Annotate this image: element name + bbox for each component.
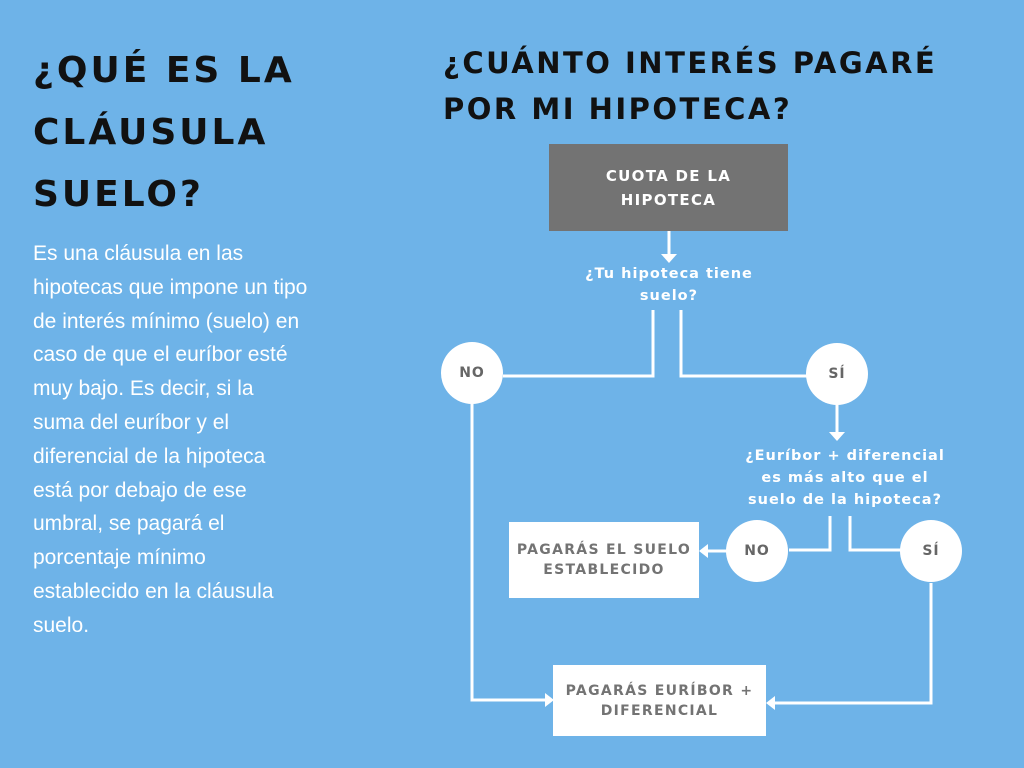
arrowhead-question1 (661, 254, 677, 263)
question-euribor-above-floor: ¿Euríbor + diferencial es más alto que e… (745, 448, 945, 508)
start-box-mortgage-payment: CUOTA DE LA HIPOTECA (549, 144, 788, 231)
left-description: Es una cláusula en las hipotecas que imp… (33, 242, 308, 637)
left-title: ¿QUÉ ES LA CLÁUSULA SUELO? (33, 50, 295, 215)
result-pay-floor: PAGARÁS EL SUELO ESTABLECIDO (509, 522, 699, 598)
connector-yes2-to-euribor (774, 583, 933, 705)
result-pay-euribor-plus-spread: PAGARÁS EURÍBOR + DIFERENCIAL (553, 665, 766, 736)
arrowhead-question2 (829, 432, 845, 441)
answer-yes-floor: SÍ (806, 343, 868, 405)
connector-no1-to-euribor (470, 402, 546, 702)
arrowhead-result-euribor-right (766, 696, 775, 710)
answer-yes-above-floor: SÍ (900, 520, 962, 582)
connector-question2-to-yes (848, 516, 902, 552)
answer-no-floor: NO (441, 342, 503, 404)
connector-question1-to-no (503, 310, 655, 378)
flowchart-title: ¿CUÁNTO INTERÉS PAGARÉ POR MI HIPOTECA? (443, 46, 938, 126)
answer-no-above-floor: NO (726, 520, 788, 582)
question-has-floor: ¿Tu hipoteca tiene suelo? (585, 266, 753, 304)
connector-question2-to-no (789, 516, 832, 552)
arrowhead-result-floor (699, 544, 708, 558)
connector-question1-to-yes (679, 310, 808, 378)
arrowhead-result-euribor-left (545, 693, 554, 707)
